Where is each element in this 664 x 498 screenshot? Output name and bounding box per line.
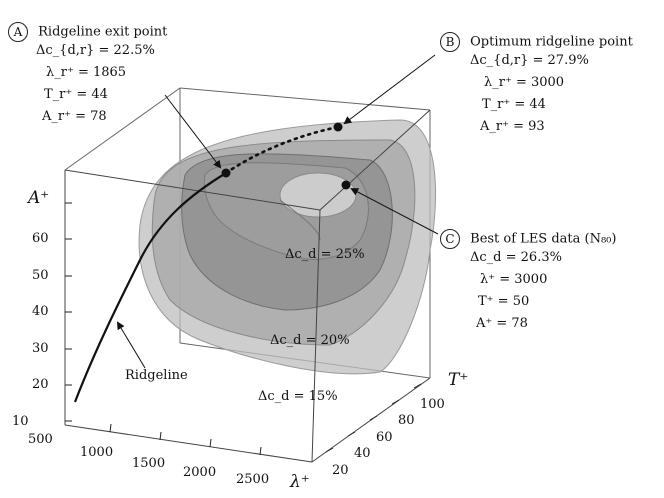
z-tick-10: 10 bbox=[12, 414, 29, 429]
x-tick-1500: 1500 bbox=[132, 456, 166, 471]
annotation-b-line-4: A_r⁺ = 93 bbox=[480, 119, 545, 134]
contour-label-15: Δc_d = 15% bbox=[258, 389, 338, 404]
isosurfaces bbox=[138, 119, 437, 375]
y-tick-40: 40 bbox=[354, 446, 371, 461]
ridgeline-dotted bbox=[224, 125, 340, 175]
annotation-c: C Best of LES data (N₈₀) Δc_d = 26.3% λ⁺… bbox=[440, 229, 616, 339]
y-axis-title: T⁺ bbox=[448, 370, 469, 390]
y-tick-100: 100 bbox=[420, 397, 445, 412]
point-B bbox=[333, 122, 343, 132]
x-tick-500: 500 bbox=[28, 432, 53, 447]
contour-label-25: Δc_d = 25% bbox=[285, 247, 365, 262]
y-tick-60: 60 bbox=[376, 430, 393, 445]
marker-a: A bbox=[8, 22, 28, 42]
point-C bbox=[341, 180, 351, 190]
y-tick-20: 20 bbox=[332, 463, 349, 478]
annotation-c-line-2: λ⁺ = 3000 bbox=[480, 272, 548, 287]
annotation-c-line-1: Δc_d = 26.3% bbox=[470, 250, 562, 265]
marker-c: C bbox=[440, 229, 460, 249]
cap-highlight bbox=[279, 172, 357, 218]
point-A bbox=[221, 168, 231, 178]
annotation-a-line-1: Δc_{d,r} = 22.5% bbox=[36, 43, 155, 58]
annotation-a-line-2: λ_r⁺ = 1865 bbox=[46, 65, 127, 80]
z-tick-60: 60 bbox=[32, 231, 49, 246]
annotation-c-title: Best of LES data (N₈₀) bbox=[470, 231, 617, 247]
x-tick-2500: 2500 bbox=[236, 472, 270, 487]
annotation-b-line-1: Δc_{d,r} = 27.9% bbox=[470, 53, 589, 68]
z-axis-title: A⁺ bbox=[28, 188, 50, 208]
contour-label-20: Δc_d = 20% bbox=[270, 333, 350, 348]
x-tick-2000: 2000 bbox=[183, 465, 217, 480]
annotation-c-line-3: T⁺ = 50 bbox=[478, 294, 530, 309]
annotation-a-line-3: T_r⁺ = 44 bbox=[44, 87, 108, 102]
z-tick-50: 50 bbox=[32, 268, 49, 283]
x-tick-1000: 1000 bbox=[80, 445, 114, 460]
tick-marks bbox=[65, 202, 422, 456]
annotation-a: A Ridgeline exit point Δc_{d,r} = 22.5% … bbox=[8, 22, 167, 132]
z-tick-20: 20 bbox=[32, 377, 49, 392]
annotation-b-line-3: T_r⁺ = 44 bbox=[482, 97, 546, 112]
annotation-b-line-2: λ_r⁺ = 3000 bbox=[484, 75, 565, 90]
annotation-a-title: Ridgeline exit point bbox=[38, 24, 168, 40]
marker-b: B bbox=[440, 32, 460, 52]
z-tick-30: 30 bbox=[32, 341, 49, 356]
y-tick-80: 80 bbox=[398, 413, 415, 428]
box-front-edges bbox=[64, 109, 431, 463]
x-axis-title: λ⁺ bbox=[290, 472, 310, 492]
leader-lines bbox=[116, 54, 439, 369]
annotation-b: B Optimum ridgeline point Δc_{d,r} = 27.… bbox=[440, 32, 633, 142]
z-tick-40: 40 bbox=[32, 304, 49, 319]
annotation-b-title: Optimum ridgeline point bbox=[470, 34, 633, 50]
annotation-c-line-4: A⁺ = 78 bbox=[476, 316, 528, 331]
ridgeline-curve bbox=[73, 172, 227, 403]
annotation-a-line-4: A_r⁺ = 78 bbox=[42, 109, 107, 124]
ridgeline-label: Ridgeline bbox=[125, 368, 188, 383]
